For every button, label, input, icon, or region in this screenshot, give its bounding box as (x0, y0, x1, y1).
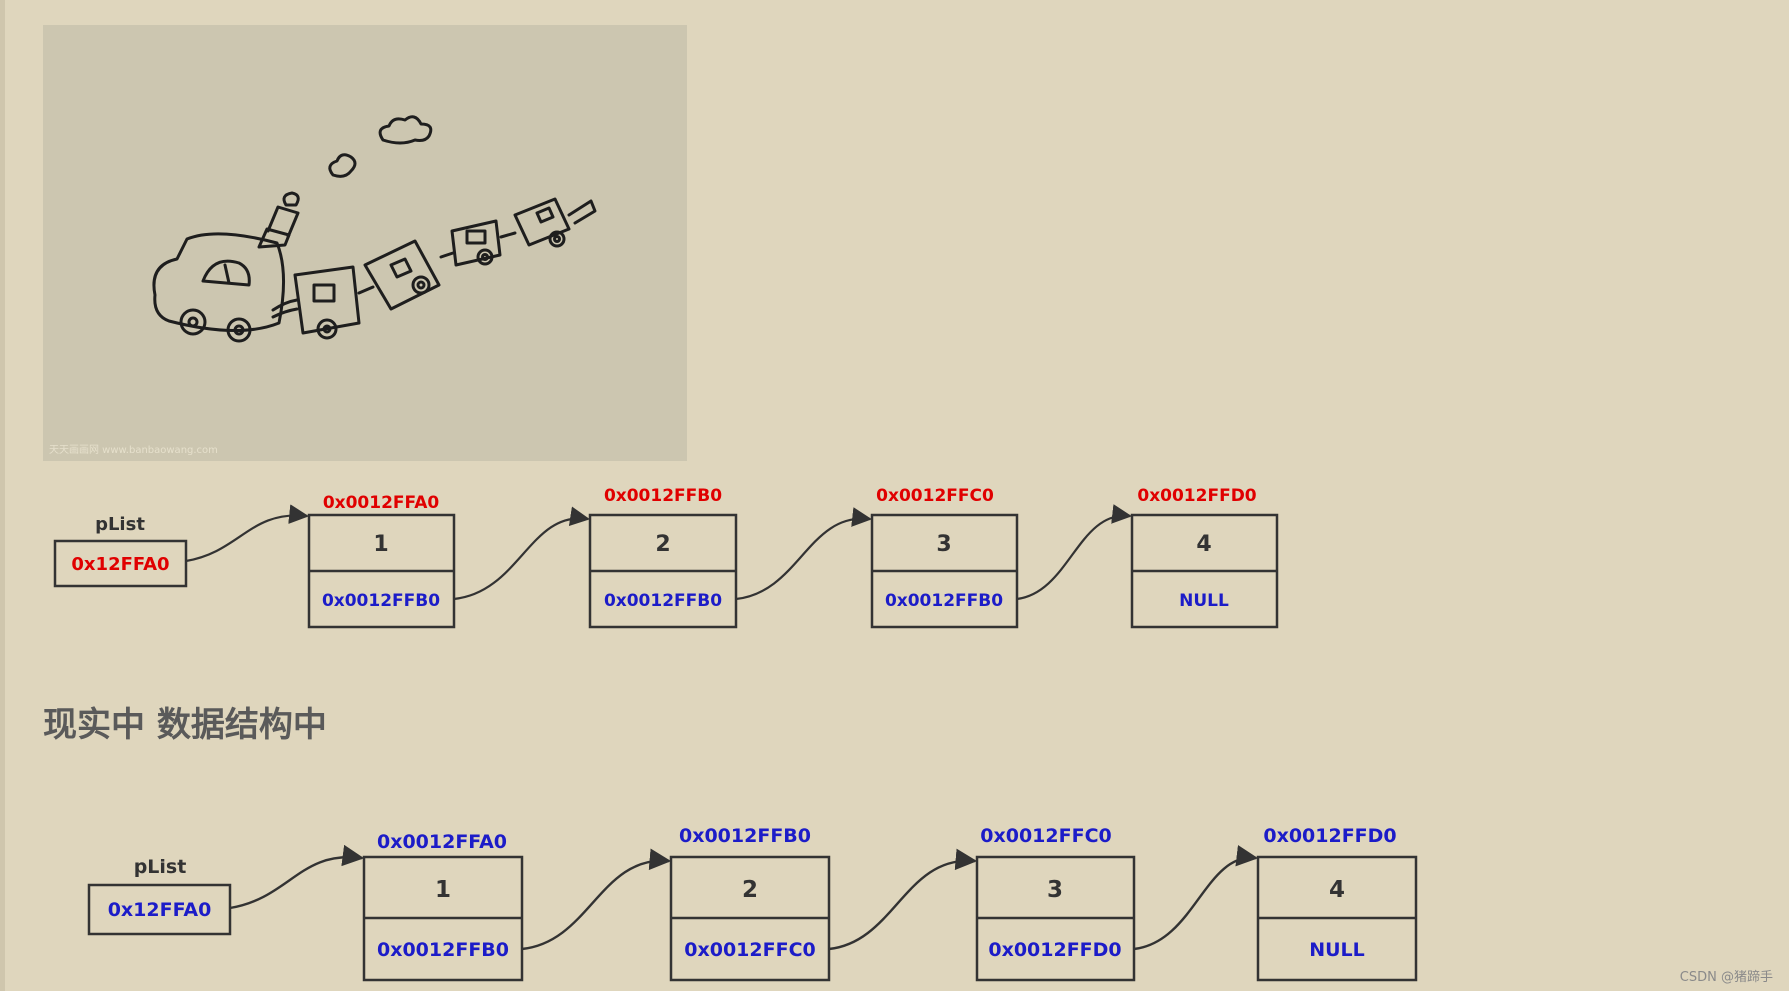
pointer-arrow (1133, 845, 1259, 951)
plist-box (53, 539, 188, 588)
node-address: 0x0012FFC0 (980, 825, 1111, 847)
node-data: 4 (1196, 532, 1211, 557)
train-illustration: 天天画画网 www.banbaowang.com (43, 25, 687, 461)
node-address: 0x0012FFD0 (1263, 825, 1396, 847)
csdn-watermark: CSDN @猪蹄手 (1679, 970, 1773, 985)
linked-list-diagram-1: pList 0x12FFA0 0x0012FFA0 1 0x0012FFB0 0… (53, 486, 1279, 629)
list-node: 0x0012FFB0 2 0x0012FFC0 (669, 825, 831, 982)
list-node: 0x0012FFD0 4 NULL (1256, 825, 1418, 982)
node-address: 0x0012FFA0 (377, 831, 507, 853)
list-node: 0x0012FFC0 3 0x0012FFB0 (870, 486, 1019, 629)
node-data: 1 (373, 532, 388, 557)
node-address: 0x0012FFD0 (1137, 486, 1256, 506)
node-address: 0x0012FFC0 (876, 486, 994, 506)
list-node: 0x0012FFD0 4 NULL (1130, 486, 1279, 629)
pointer-arrow (1016, 504, 1132, 601)
pointer-arrow (521, 848, 672, 951)
pointer-arrow (229, 844, 365, 910)
node-next: 0x0012FFB0 (604, 591, 722, 611)
node-data: 1 (435, 877, 451, 903)
node-data: 2 (655, 532, 670, 557)
plist-box (87, 883, 232, 936)
pointer-arrow (185, 504, 309, 563)
illustration-watermark: 天天画画网 www.banbaowang.com (49, 445, 218, 456)
list-node: 0x0012FFB0 2 0x0012FFB0 (588, 486, 738, 629)
list-node: 0x0012FFA0 1 0x0012FFB0 (307, 493, 456, 629)
node-next: 0x0012FFD0 (988, 939, 1121, 961)
node-data: 3 (1047, 877, 1063, 903)
plist-label: pList (95, 514, 145, 535)
train-drawing (152, 115, 597, 343)
node-address: 0x0012FFB0 (679, 825, 811, 847)
node-data: 4 (1329, 877, 1345, 903)
linked-list-diagram-2: pList 0x12FFA0 0x0012FFA0 1 0x0012FFB0 0… (87, 825, 1418, 982)
plist-value: 0x12FFA0 (71, 554, 169, 575)
node-data: 3 (936, 532, 951, 557)
list-node: 0x0012FFC0 3 0x0012FFD0 (975, 825, 1136, 982)
plist-value: 0x12FFA0 (108, 899, 212, 921)
left-edge-rule (0, 0, 5, 991)
node-next: 0x0012FFB0 (885, 591, 1003, 611)
node-next: NULL (1179, 591, 1229, 611)
node-next: 0x0012FFC0 (684, 939, 815, 961)
node-address: 0x0012FFB0 (604, 486, 722, 506)
section-heading: 现实中 数据结构中 (43, 705, 327, 745)
plist-label: pList (134, 856, 187, 878)
node-next: 0x0012FFB0 (377, 939, 509, 961)
node-data: 2 (742, 877, 758, 903)
pointer-arrow (828, 848, 978, 951)
pointer-arrow (453, 506, 590, 601)
pointer-arrow (735, 507, 872, 601)
node-next: NULL (1309, 939, 1365, 961)
node-address: 0x0012FFA0 (323, 493, 440, 513)
node-next: 0x0012FFB0 (322, 591, 440, 611)
list-node: 0x0012FFA0 1 0x0012FFB0 (362, 831, 524, 982)
